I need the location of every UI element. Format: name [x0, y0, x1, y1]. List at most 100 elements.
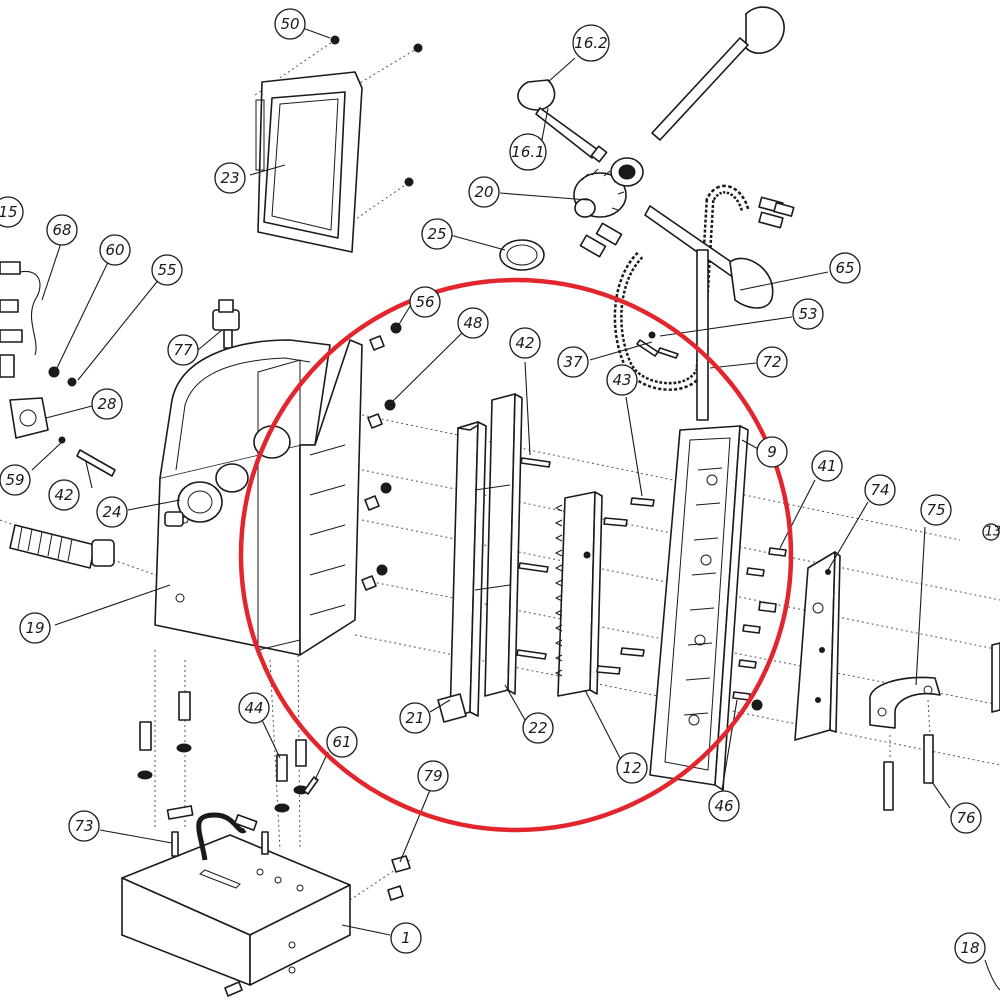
guide-bar-21-part: [437, 421, 487, 723]
highlight-circle: [238, 277, 794, 833]
guide-bar-22-part: [474, 393, 523, 697]
ring-part: [499, 239, 545, 271]
callout-37-label: 37: [563, 353, 583, 371]
callout-59-label: 59: [5, 471, 24, 489]
callout-60-label: 60: [105, 241, 124, 259]
callout-24-label: 24: [102, 503, 121, 521]
cover-plate-part: [255, 71, 363, 253]
bolt-76-part: [883, 734, 934, 811]
callout-41-label: 41: [817, 457, 836, 475]
callout-9: 9: [756, 436, 788, 468]
callout-21-label: 21: [405, 709, 424, 727]
rack-part: [554, 491, 603, 697]
callout-19-label: 19: [25, 619, 44, 637]
callout-74-label: 74: [870, 481, 889, 499]
valve-part: [212, 299, 240, 349]
callout-23-label: 23: [220, 169, 239, 187]
callout-24: 24: [96, 496, 128, 528]
clamp-part: [869, 676, 941, 729]
base-block-part: [121, 834, 351, 986]
callout-61-label: 61: [332, 733, 351, 751]
callout-72: 72: [756, 346, 788, 378]
wire-connectors-part: [0, 261, 41, 378]
callout-25: 25: [421, 218, 453, 250]
callout-53: 53: [792, 298, 824, 330]
callout-74: 74: [864, 474, 896, 506]
callout-61: 61: [326, 726, 358, 758]
small-block-part: [9, 366, 116, 477]
callout-16-2-label: 16.2: [574, 34, 607, 52]
callout-72-label: 72: [762, 353, 781, 371]
callout-42-top: 42: [509, 327, 541, 359]
callout-20: 20: [468, 176, 500, 208]
callout-28-label: 28: [97, 395, 116, 413]
callout-65: 65: [829, 252, 861, 284]
callout-43-label: 43: [612, 371, 631, 389]
edge-parts: [984, 642, 1000, 991]
callout-46-label: 46: [714, 797, 733, 815]
callout-79-label: 79: [423, 767, 442, 785]
callout-43: 43: [606, 364, 638, 396]
lever-handle-part: [651, 6, 785, 141]
bottom-screws-part: [137, 691, 319, 813]
callout-77: 77: [167, 334, 199, 366]
handle-knob-part: [517, 79, 608, 163]
callout-48: 48: [457, 307, 489, 339]
slide-plate-part: [649, 425, 749, 791]
callout-23: 23: [214, 162, 246, 194]
coiled-hose-part: [613, 184, 750, 391]
callout-73: 73: [68, 810, 100, 842]
screw-50: [330, 35, 423, 187]
callout-18-label: 18: [960, 939, 979, 957]
bolts-group: [361, 322, 787, 711]
callout-13-label: 13: [985, 525, 1000, 540]
callout-1: 1: [390, 922, 422, 954]
callout-55: 55: [151, 254, 183, 286]
callout-56-label: 56: [415, 293, 434, 311]
screw-79-part: [224, 855, 411, 997]
callout-76: 76: [950, 802, 982, 834]
callout-12-label: 12: [622, 759, 641, 777]
callout-28: 28: [91, 388, 123, 420]
callout-56: 56: [409, 286, 441, 318]
callout-55-label: 55: [157, 261, 176, 279]
callout-15-label: 15: [0, 203, 18, 221]
callout-73-label: 73: [74, 817, 93, 835]
callout-79: 79: [417, 760, 449, 792]
callout-68-label: 68: [52, 221, 71, 239]
callout-1-label: 1: [401, 929, 411, 947]
callout-60: 60: [99, 234, 131, 266]
pinion-gear-part: [573, 157, 644, 218]
callout-25-label: 25: [427, 225, 446, 243]
small-screws-53-43: [636, 331, 679, 359]
callout-53-label: 53: [798, 305, 817, 323]
rod-part: [644, 205, 774, 421]
callout-12: 12: [616, 752, 648, 784]
callout-68: 68: [46, 214, 78, 246]
callout-76-label: 76: [956, 809, 975, 827]
callout-65-label: 65: [835, 259, 854, 277]
callout-50: 50: [274, 8, 306, 40]
callout-37: 37: [557, 346, 589, 378]
callout-22-label: 22: [528, 719, 547, 737]
callout-15: 15: [0, 196, 24, 228]
callout-18: 18: [954, 932, 986, 964]
end-plate-part: [794, 551, 841, 741]
callout-75-label: 75: [926, 501, 945, 519]
callout-44-label: 44: [244, 699, 263, 717]
callout-42-left-label: 42: [54, 486, 73, 504]
callout-9-label: 9: [767, 443, 777, 461]
hose-fittings: [579, 196, 795, 258]
spring-cylinder-part: [9, 524, 115, 569]
callout-50-label: 50: [280, 15, 299, 33]
callout-13: 13: [982, 523, 1000, 541]
base-wiring-73: [166, 805, 269, 861]
callout-48-label: 48: [463, 314, 482, 332]
callout-20-label: 20: [474, 183, 493, 201]
callout-59: 59: [0, 464, 31, 496]
callout-41: 41: [811, 450, 843, 482]
callout-16-2: 16.2: [572, 24, 610, 62]
callout-46: 46: [708, 790, 740, 822]
